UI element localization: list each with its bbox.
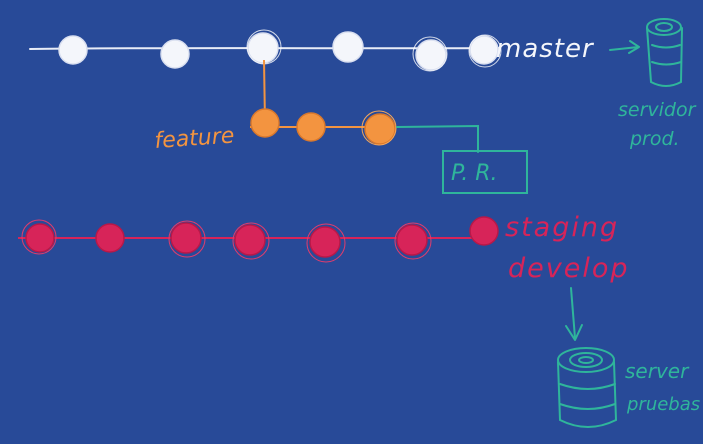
staging-commits	[25, 216, 499, 258]
staging-branch: staging develop	[18, 212, 630, 284]
feature-commit	[296, 112, 326, 142]
database-icon	[557, 347, 618, 428]
deploy-test-arrow-icon	[565, 287, 583, 341]
pull-request: P. R.	[396, 124, 528, 194]
master-commit	[415, 39, 447, 71]
staging-label: staging	[505, 212, 619, 243]
staging-commit	[25, 223, 55, 253]
feature-label: feature	[154, 123, 235, 154]
pull-request-label: P. R.	[451, 161, 498, 186]
pull-request-connector	[396, 124, 479, 153]
feature-commit	[250, 108, 280, 138]
staging-commit	[95, 223, 125, 253]
staging-commit	[396, 224, 428, 256]
staging-commit	[170, 222, 202, 254]
pull-request-box	[442, 150, 528, 194]
master-commit	[469, 35, 499, 65]
production-server-label-line2: prod.	[629, 128, 680, 150]
master-commit	[160, 39, 190, 69]
master-commit	[58, 35, 88, 65]
feature-commits	[250, 108, 396, 145]
testing-server: server pruebas	[557, 347, 700, 428]
staging-commit	[469, 216, 499, 246]
develop-label: develop	[508, 253, 630, 284]
production-server-label-line1: servidor	[618, 99, 697, 121]
master-commits	[58, 31, 499, 71]
feature-branch: feature	[154, 59, 397, 154]
master-commit	[247, 32, 279, 64]
master-label: master	[496, 34, 595, 64]
staging-commit	[309, 226, 341, 258]
master-commit	[332, 31, 364, 63]
feature-commit	[364, 113, 396, 145]
testing-server-label-line2: pruebas	[626, 394, 700, 415]
deploy-prod-arrow-icon	[609, 40, 640, 54]
testing-server-label-line1: server	[625, 359, 690, 383]
master-branch: master	[29, 29, 595, 72]
staging-commit	[234, 224, 266, 256]
production-server: servidor prod.	[618, 18, 697, 150]
database-icon	[646, 18, 683, 87]
